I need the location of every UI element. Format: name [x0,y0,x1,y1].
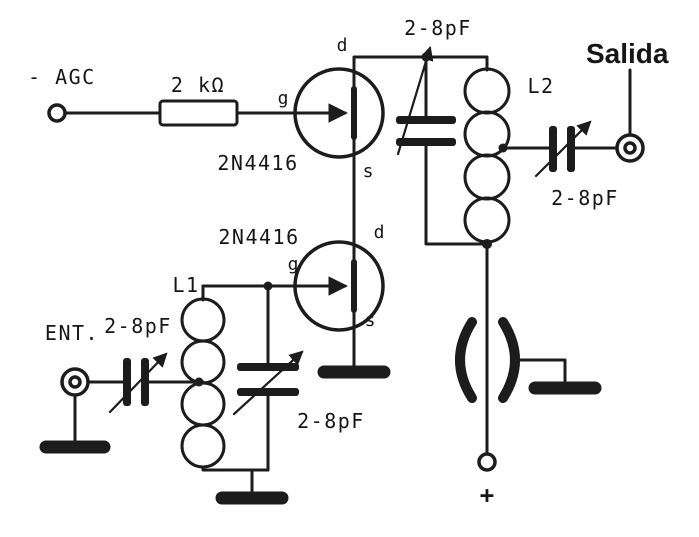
agc-label: - AGC [28,65,96,89]
capB-plate [549,126,557,172]
transistor-q2 [293,240,385,332]
agc-terminal [47,103,67,123]
capC-plate [237,388,299,396]
q2-source-label: s [365,310,376,331]
input-terminal-outer [60,367,90,397]
trimmer-cap-tank-top [396,45,456,156]
curved-plate-left [455,317,477,403]
cap-input-label: 2-8pF [104,314,172,338]
trimmer-cap-input [108,352,168,414]
capA-plate [396,116,456,124]
q1-gate-label: g [278,88,289,109]
input-terminal [60,367,90,397]
coil-l1-label: L1 [172,273,199,297]
wire-l1-bottom-rail [201,465,270,472]
output-terminal-inner [623,141,637,155]
curved-plate-right [498,317,520,403]
capA-trimmer-arrow [396,45,434,156]
l1-turn [180,381,226,427]
coil-l2-label: L2 [527,74,554,98]
supply-label: + [480,481,494,509]
capD-plate [141,358,149,406]
output-label: Salida [586,38,669,69]
input-terminal-inner [68,375,82,389]
capD-trimmer-arrow [108,352,168,414]
capC-trimmer-arrow [232,350,304,416]
q1-source-label: s [363,161,374,182]
junction-dot [263,281,273,291]
junction-dot [421,52,431,62]
supply-terminal-circle [477,452,497,472]
cap-tank-top-label: 2-8pF [404,16,472,40]
resistor-label: 2 kΩ [171,73,225,97]
wire-plate-to-ground [513,358,567,383]
q2-drain-label: d [374,222,385,243]
coil-l2 [463,67,511,244]
output-terminal [615,133,645,163]
cap-tank-l1-label: 2-8pF [297,409,365,433]
l1-turn [180,339,226,385]
q1-name-label: 2N4416 [217,151,298,175]
output-terminal-outer [615,133,645,163]
q2-name-label: 2N4416 [218,225,299,249]
cap-output-label: 2-8pF [551,186,619,210]
l1-turn [180,297,226,343]
l1-turn [180,423,226,469]
trimmer-cap-tank-l1 [232,350,304,416]
junction-dot [482,239,492,249]
capB-plate [567,126,575,172]
q1-drain-label: d [337,35,348,56]
l2-turn [463,153,511,201]
transistor-q1 [293,67,385,159]
curved-plate-capacitor [455,317,520,403]
capA-plate [396,138,456,146]
l2-turn [463,67,511,115]
resistor-2k [158,99,239,127]
wire-capA-bottom-lead [424,144,489,246]
junction-dot [498,143,508,153]
input-label: ENT. [45,321,99,345]
l2-turn [463,196,511,244]
q2-gate-label: g [288,254,299,275]
junction-dot [194,377,204,387]
capD-plate [123,358,131,406]
trimmer-cap-output [534,120,592,178]
capB-trimmer-arrow [534,120,592,178]
